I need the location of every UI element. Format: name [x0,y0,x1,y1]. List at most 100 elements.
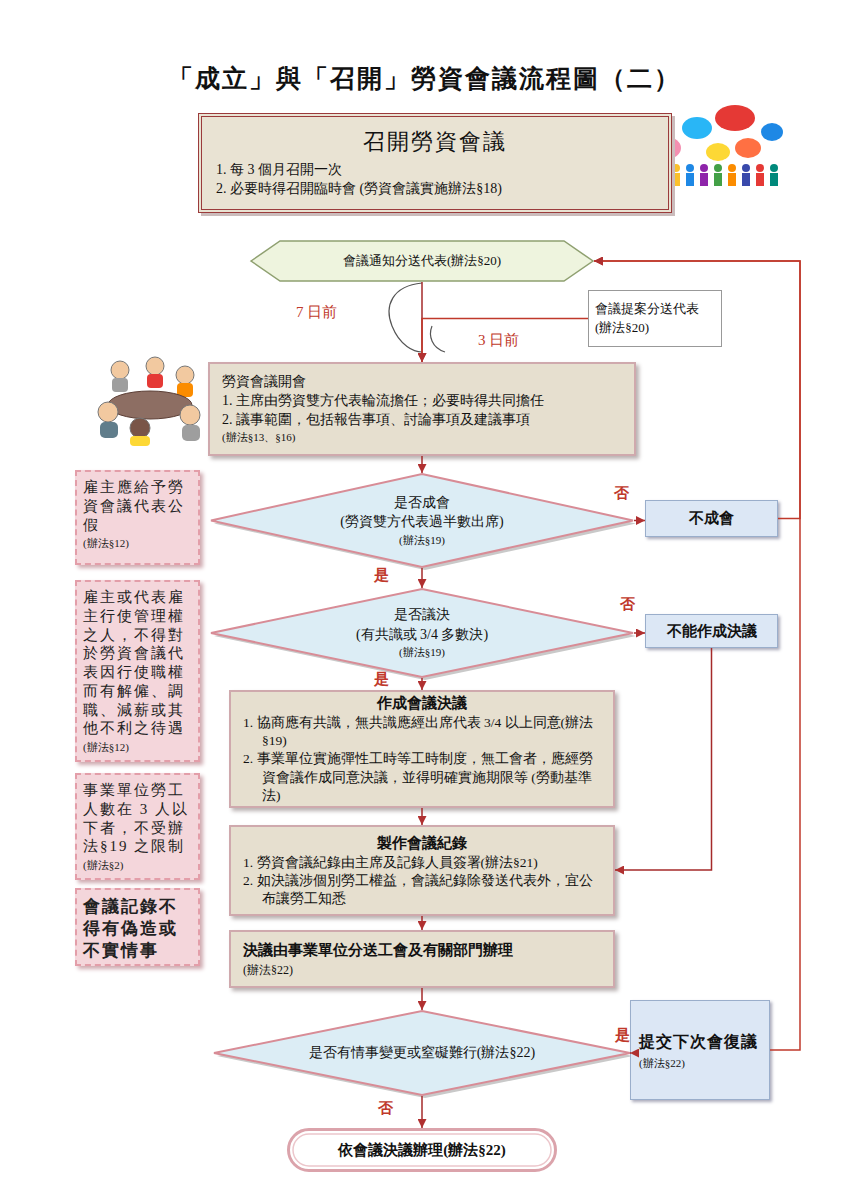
flow-connector [421,808,423,825]
result-box: 提交下次會復議(辦法§22) [630,1000,770,1100]
node-heading: 提交下次會復議 [639,1028,761,1055]
edge-label: 3 日前 [478,331,519,350]
flow-connector [421,568,423,588]
node-text: (辦法§22) [639,1055,761,1072]
node-heading: 會議記錄不得有偽造或不實情事 [83,896,192,962]
node-content: 事業單位勞工人數在 3 人以下者，不受辦法§19 之限制(辦法§2) [77,775,198,878]
side-note: 事業單位勞工人數在 3 人以下者，不受辦法§19 之限制(辦法§2) [75,773,200,880]
node-text: 2. 議事範圍，包括報告事項、討論事項及建議事項 [222,411,622,430]
node-text: (辦法§2) [83,856,192,875]
timing-curve [389,283,422,352]
node-heading: 不能作成決議 [654,622,769,641]
edge-label: 是 [374,566,389,585]
flow-connector [421,988,423,1010]
terminal-box: 依會議決議辦理(辦法§22) [287,1128,557,1172]
process-box: 製作會議紀錄1. 勞資會議紀錄由主席及記錄人員簽署(辦法§21)2. 如決議涉個… [229,825,615,916]
node-text: (有共識或 3/4 多數決) [302,625,542,645]
node-content: 雇主應給予勞資會議代表公假(辦法§12) [77,472,198,563]
meeting-table-illustration [98,357,200,446]
edge-label: 否 [614,484,629,503]
side-note: 會議記錄不得有偽造或不實情事 [75,888,200,966]
flow-connector [630,1052,631,1054]
process-box: 決議由事業單位分送工會及有關部門辦理(辦法§22) [229,930,615,988]
node-heading: 是否成會 [302,493,542,513]
node-heading: 會議提案分送代表(辦法§20) [595,300,715,338]
process-box: 作成會議決議1. 協商應有共識，無共識應經出席代表 3/4 以上同意(辦法§19… [229,690,615,808]
flow-connector [421,916,423,930]
edge-label: 是 [374,670,389,689]
node-heading: 召開勞資會議 [216,127,654,157]
node-content: 雇主或代表雇主行使管理權之人，不得對於勞資會議代表因行使職權而有解僱、調職、減薪… [77,582,198,760]
edge-label: 否 [620,595,635,614]
node-content: 是否有情事變更或窒礙難行(辦法§22) [213,1010,631,1096]
node-content: 會議記錄不得有偽造或不實情事 [77,890,198,964]
speech-bubble [761,123,783,141]
flow-connector [594,261,800,1050]
flow-connector [634,632,645,634]
diagram-title: 「成立」與「召開」勞資會議流程圖（二） [0,62,849,95]
hexagon-step: 會議通知分送代表(辦法§20) [250,240,594,282]
flow-connector [634,520,645,522]
flow-connector [421,282,423,362]
speech-bubble [682,117,712,139]
speech-bubble [715,105,755,131]
flow-connector [421,456,423,473]
node-heading: 勞資會議開會 [222,372,622,392]
speech-bubble [735,138,761,158]
people-row [658,164,778,186]
node-content: 提交下次會復議(辦法§22) [631,1001,769,1099]
result-box: 不能作成決議 [645,614,778,648]
node-content: 召開勞資會議 1. 每 3 個月召開一次2. 必要時得召開臨時會 (勞資會議實施辦… [202,117,668,209]
node-heading: 依會議決議辦理(辦法§22) [307,1141,537,1160]
node-content: 依會議決議辦理(辦法§22) [287,1128,557,1172]
node-text: 1. 協商應有共識，無共識應經出席代表 3/4 以上同意(辦法§19) [243,714,601,750]
note-box: 會議提案分送代表(辦法§20) [588,290,722,347]
flow-connector [594,261,800,519]
flow-connector [615,648,712,870]
pill-shape [289,1130,556,1171]
node-content: 決議由事業單位分送工會及有關部門辦理(辦法§22) [231,932,613,986]
node-content: 是否成會(勞資雙方代表過半數出席)(辦法§19) [210,473,634,568]
edge-label: 7 日前 [296,303,337,322]
node-text: 1. 勞資會議紀錄由主席及記錄人員簽署(辦法§21) [243,854,601,872]
node-content: 會議通知分送代表(辦法§20) [250,240,594,282]
timing-curve [431,326,445,352]
header-box: 召開勞資會議 1. 每 3 個月召開一次2. 必要時得召開臨時會 (勞資會議實施辦… [198,113,672,213]
node-text: (辦法§22) [243,961,601,979]
node-text: 2. 必要時得召開臨時會 (勞資會議實施辦法§18) [216,180,654,199]
side-note: 雇主或代表雇主行使管理權之人，不得對於勞資會議代表因行使職權而有解僱、調職、減薪… [75,580,200,762]
node-text: (辦法§12) [83,738,192,757]
node-heading: 不成會 [654,509,769,528]
node-heading: 雇主應給予勞資會議代表公假 [83,478,192,534]
decision-diamond: 是否成會(勞資雙方代表過半數出席)(辦法§19) [210,473,634,568]
side-note: 雇主應給予勞資會議代表公假(辦法§12) [75,470,200,565]
decision-diamond: 是否議決(有共識或 3/4 多數決)(辦法§19) [210,588,634,678]
node-heading: 是否議決 [302,605,542,625]
node-text: 1. 主席由勞資雙方代表輪流擔任；必要時得共同擔任 [222,392,622,411]
node-text: 1. 每 3 個月召開一次 [216,161,654,180]
hexagon-shape [251,241,593,281]
node-text: (辦法§19) [302,644,542,661]
diamond-shape [211,474,633,567]
node-content: 是否議決(有共識或 3/4 多數決)(辦法§19) [210,588,634,678]
node-heading: 決議由事業單位分送工會及有關部門辦理 [243,940,601,961]
node-heading: 會議通知分送代表(辦法§20) [282,252,562,270]
node-content: 會議提案分送代表(辦法§20) [589,291,721,346]
node-text: (辦法§13、§16) [222,429,622,446]
flow-connector [421,1096,423,1128]
process-box: 勞資會議開會1. 主席由勞資雙方代表輪流擔任；必要時得共同擔任2. 議事範圍，包… [208,362,636,456]
node-heading: 雇主或代表雇主行使管理權之人，不得對於勞資會議代表因行使職權而有解僱、調職、減薪… [83,588,192,738]
node-content: 製作會議紀錄1. 勞資會議紀錄由主席及記錄人員簽署(辦法§21)2. 如決議涉個… [231,827,613,914]
speech-bubble [706,143,730,161]
pill-inner-ring [293,1134,551,1166]
node-text: 2. 如決議涉個別勞工權益，會議紀錄除發送代表外，宜公布讓勞工知悉 [243,872,601,908]
node-text: 2. 事業單位實施彈性工時等工時制度，無工會者，應經勞資會議作成同意決議，並得明… [243,750,601,805]
node-heading: 是否有情事變更或窒礙難行(辦法§22) [305,1043,539,1063]
node-text: (辦法§12) [83,534,192,553]
node-content: 作成會議決議1. 協商應有共識，無共識應經出席代表 3/4 以上同意(辦法§19… [231,692,613,806]
node-heading: 事業單位勞工人數在 3 人以下者，不受辦法§19 之限制 [83,781,192,856]
node-heading: 製作會議紀錄 [243,833,601,854]
flow-connector [421,678,423,690]
